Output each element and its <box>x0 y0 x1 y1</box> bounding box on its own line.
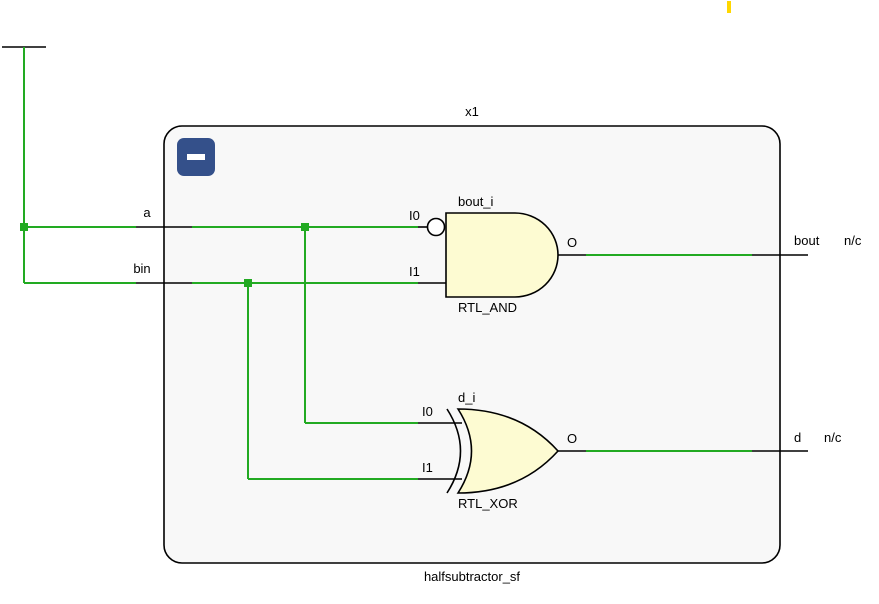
and-pin-i1: I1 <box>409 264 420 279</box>
instance-name: x1 <box>465 104 479 119</box>
xor-pin-i1: I1 <box>422 460 433 475</box>
pin-d-label: d <box>794 430 801 445</box>
xor-extra-arc <box>446 408 462 494</box>
xor-type-label: RTL_XOR <box>458 496 518 511</box>
junction <box>20 223 28 231</box>
module-name: halfsubtractor_sf <box>424 569 520 584</box>
selection-marker <box>727 1 731 13</box>
minus-icon <box>187 154 205 160</box>
and-pin-i0: I0 <box>409 208 420 223</box>
pin-bout-label: bout <box>794 233 820 248</box>
pin-d-status: n/c <box>824 430 842 445</box>
junction <box>244 279 252 287</box>
and-instance-name: bout_i <box>458 194 494 209</box>
collapse-button[interactable] <box>177 138 215 176</box>
junction <box>301 223 309 231</box>
and-type-label: RTL_AND <box>458 300 517 315</box>
and-pin-o: O <box>567 235 577 250</box>
xor-gate[interactable] <box>418 408 586 494</box>
inverter-bubble <box>426 217 446 237</box>
xor-instance-name: d_i <box>458 390 475 405</box>
and-gate[interactable] <box>418 212 586 298</box>
pin-bin-label: bin <box>133 261 150 276</box>
xor-gate-body <box>456 408 560 494</box>
xor-pin-o: O <box>567 431 577 446</box>
xor-pin-i0: I0 <box>422 404 433 419</box>
module-block[interactable] <box>163 125 781 564</box>
and-gate-body <box>445 212 559 298</box>
pin-a-label: a <box>143 205 151 220</box>
pin-bout-status: n/c <box>844 233 862 248</box>
